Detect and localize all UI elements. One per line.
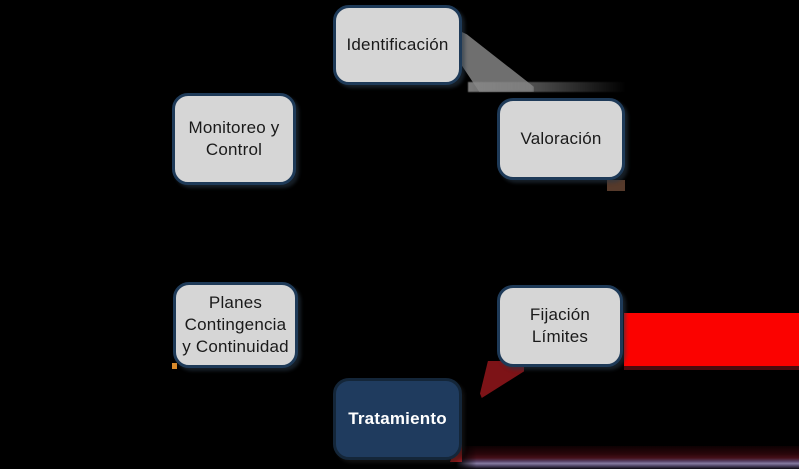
node-planes-contingencia-label: Planes Contingencia y Continuidad [182,293,289,356]
node-tratamiento-label: Tratamiento [348,409,447,429]
connector-shadow-tail [468,82,626,92]
clipped-arrow-bottom-strip [456,446,799,469]
node-fijacion-limites-label: Fijación Límites [529,305,591,346]
node-planes-contingencia: Planes Contingencia y Continuidad [173,282,298,368]
red-arrow-band [624,313,799,366]
node-tratamiento: Tratamiento [333,378,462,460]
node-valoracion-label: Valoración [520,129,602,149]
arrow-fragment-brown [607,180,625,191]
node-identificacion-label: Identificación [346,35,449,55]
red-arrow-band-shadow-edge [624,366,799,370]
node-monitoreo-y-control-label: Monitoreo y Control [188,118,280,159]
node-fijacion-limites: Fijación Límites [497,285,623,367]
node-identificacion: Identificación [333,5,462,85]
node-valoracion: Valoración [497,98,625,180]
node-monitoreo-y-control: Monitoreo y Control [172,93,296,185]
arrow-fragment-orange [172,363,177,369]
